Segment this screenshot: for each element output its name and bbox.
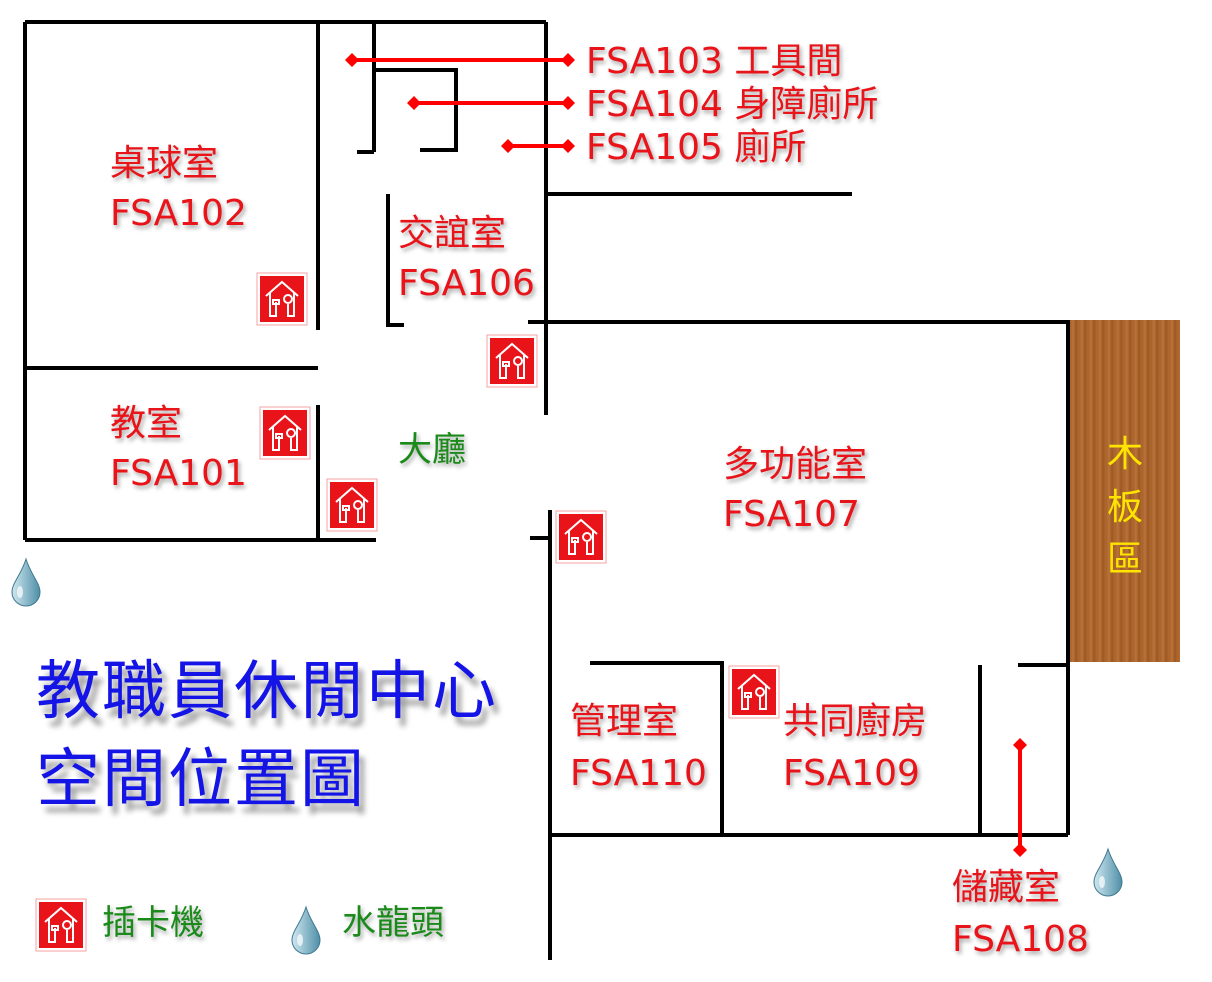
legend-faucet-icon bbox=[289, 905, 323, 955]
pointer-lines bbox=[345, 53, 1027, 857]
legend-card-machine-label: 插卡機 bbox=[102, 903, 204, 943]
faucet-icon bbox=[1091, 847, 1125, 897]
lobby-label: 大廳 bbox=[398, 430, 466, 470]
room-fsa110-name: 管理室 bbox=[570, 701, 679, 742]
room-fsa106-code: FSA106 bbox=[398, 263, 535, 304]
wood-label-1: 木 bbox=[1106, 434, 1143, 475]
room-fsa101-name: 教室 bbox=[110, 403, 183, 444]
room-fsa103-label: FSA103 工具間 bbox=[586, 41, 843, 82]
room-fsa102-code: FSA102 bbox=[110, 193, 247, 234]
card-machine-icon bbox=[256, 272, 308, 326]
room-fsa110-code: FSA110 bbox=[570, 753, 707, 794]
wood-area: 木 板 區 bbox=[1070, 320, 1180, 662]
card-machine-icon bbox=[486, 334, 538, 388]
legend-faucet-label: 水龍頭 bbox=[342, 903, 444, 943]
map-title-line2: 空間位置圖 bbox=[36, 743, 366, 817]
wood-label-2: 板 bbox=[1106, 487, 1143, 528]
legend-card-machine-icon bbox=[35, 898, 87, 952]
room-fsa109-code: FSA109 bbox=[783, 753, 920, 794]
card-machine-icon bbox=[728, 665, 780, 719]
room-fsa108-code: FSA108 bbox=[952, 919, 1089, 960]
card-machine-icon bbox=[326, 478, 378, 532]
wood-label-3: 區 bbox=[1106, 539, 1143, 580]
card-machine-icon bbox=[555, 510, 607, 564]
room-fsa107-name: 多功能室 bbox=[723, 444, 868, 485]
room-fsa101-code: FSA101 bbox=[110, 453, 247, 494]
room-fsa107-code: FSA107 bbox=[723, 494, 860, 535]
room-fsa106-name: 交誼室 bbox=[398, 213, 507, 254]
map-title-line1: 教職員休閒中心 bbox=[36, 655, 498, 729]
room-fsa108-name: 儲藏室 bbox=[952, 867, 1061, 908]
room-fsa104-label: FSA104 身障廁所 bbox=[586, 84, 879, 125]
room-fsa109-name: 共同廚房 bbox=[783, 701, 928, 742]
faucet-icon bbox=[9, 557, 43, 607]
room-fsa102-name: 桌球室 bbox=[110, 143, 219, 184]
room-fsa105-label: FSA105 廁所 bbox=[586, 127, 807, 168]
card-machine-icon bbox=[259, 406, 311, 460]
